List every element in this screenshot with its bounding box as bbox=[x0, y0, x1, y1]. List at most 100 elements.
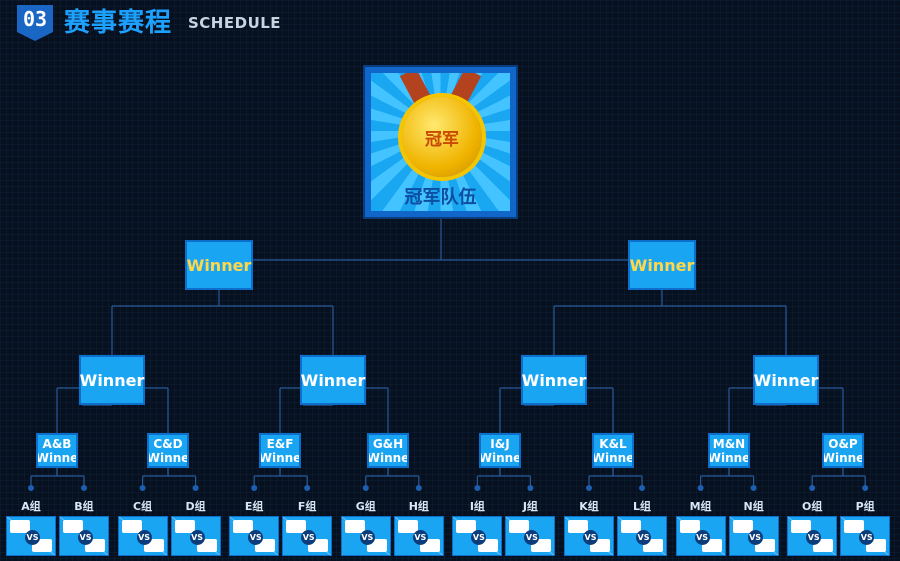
vs-badge: VS bbox=[189, 530, 205, 545]
team-matchup-card[interactable]: VS bbox=[340, 516, 391, 556]
pair-label: E&F bbox=[266, 436, 294, 451]
connector-dot bbox=[28, 485, 34, 491]
vs-badge: VS bbox=[859, 530, 875, 545]
team-logo-icon bbox=[174, 520, 195, 533]
group-label: A组 bbox=[21, 500, 41, 513]
connector-dot bbox=[639, 485, 645, 491]
round3-winner-box[interactable]: Winner bbox=[185, 240, 253, 290]
team-matchup-card[interactable]: VS bbox=[229, 516, 280, 556]
champion-box: 冠军 冠军队伍 bbox=[363, 65, 518, 219]
round2-winner-box[interactable]: Winner bbox=[753, 355, 819, 405]
winner-label: Winne bbox=[259, 450, 301, 465]
team-matchup-card[interactable]: VS bbox=[840, 516, 891, 556]
team-logo-icon bbox=[621, 520, 641, 533]
winner-label: Winne bbox=[822, 450, 864, 465]
team-logo-icon bbox=[344, 520, 365, 533]
connector-dot bbox=[139, 485, 146, 491]
team-logo-icon bbox=[568, 520, 588, 533]
group-label: G组 bbox=[355, 500, 376, 513]
vs-badge: VS bbox=[636, 530, 651, 545]
pair-label: C&D bbox=[153, 436, 183, 451]
round2-winner-box[interactable]: Winner bbox=[300, 355, 366, 405]
champion-label: 冠军队伍 bbox=[404, 187, 477, 208]
team-logo-icon bbox=[732, 520, 753, 533]
round2-winner-box[interactable]: Winner bbox=[79, 355, 145, 405]
team-matchup-card[interactable]: VS bbox=[505, 516, 556, 556]
team-matchup-card[interactable]: VS bbox=[393, 516, 444, 556]
group-label: C组 bbox=[133, 500, 153, 513]
connector-dot bbox=[474, 485, 481, 491]
connector-dot bbox=[750, 485, 757, 491]
team-logo-icon bbox=[456, 520, 477, 533]
team-matchup-card[interactable]: VS bbox=[675, 516, 726, 556]
team-logo-icon bbox=[10, 520, 30, 533]
group-label: F组 bbox=[297, 500, 317, 513]
vs-badge: VS bbox=[806, 530, 822, 545]
team-logo-icon bbox=[63, 520, 83, 533]
group-label: K组 bbox=[579, 500, 599, 513]
group-label: M组 bbox=[689, 500, 712, 513]
team-logo-icon bbox=[679, 520, 700, 533]
section-number: 03 bbox=[22, 7, 48, 31]
section-number-badge: 03 bbox=[17, 5, 53, 41]
team-logo-icon bbox=[844, 520, 865, 533]
pair-label: M&N bbox=[712, 436, 746, 451]
vs-badge: VS bbox=[248, 530, 264, 545]
team-logo-icon bbox=[397, 520, 418, 533]
team-matchup-card[interactable]: VS bbox=[617, 516, 667, 556]
pair-label: O&P bbox=[828, 436, 858, 451]
vs-badge: VS bbox=[136, 530, 152, 545]
vs-badge: VS bbox=[78, 530, 93, 545]
pair-label: A&B bbox=[42, 436, 72, 451]
vs-badge: VS bbox=[583, 530, 598, 545]
page-title: 赛事赛程 bbox=[64, 8, 173, 38]
team-matchup-card[interactable]: VS bbox=[282, 516, 333, 556]
vs-badge: VS bbox=[694, 530, 710, 545]
winner-label: Winne bbox=[592, 450, 634, 465]
vs-badge: VS bbox=[524, 530, 540, 545]
team-logo-icon bbox=[121, 520, 142, 533]
team-matchup-card[interactable]: VS bbox=[728, 516, 779, 556]
group-label: I组 bbox=[469, 500, 485, 513]
pair-label: K&L bbox=[599, 436, 627, 451]
connector-dot bbox=[527, 485, 534, 491]
vs-badge: VS bbox=[747, 530, 763, 545]
winner-label: Winne bbox=[367, 450, 409, 465]
team-matchup-card[interactable]: VS bbox=[787, 516, 838, 556]
team-matchup-card[interactable]: VS bbox=[170, 516, 221, 556]
vs-badge: VS bbox=[25, 530, 40, 545]
team-matchup-card[interactable]: VS bbox=[564, 516, 614, 556]
team-matchup-card[interactable]: VS bbox=[6, 516, 56, 556]
group-label: O组 bbox=[802, 500, 823, 513]
group-label: L组 bbox=[632, 500, 651, 513]
medal-icon: 冠军 bbox=[402, 97, 482, 177]
connector-dot bbox=[251, 485, 258, 491]
pair-label: I&J bbox=[490, 436, 510, 451]
vs-badge: VS bbox=[301, 530, 317, 545]
group-label: E组 bbox=[244, 500, 264, 513]
connector-dot bbox=[304, 485, 311, 491]
group-label: N组 bbox=[743, 500, 764, 513]
connector-dot bbox=[809, 485, 816, 491]
round2-winner-box[interactable]: Winner bbox=[521, 355, 587, 405]
group-label: P组 bbox=[855, 500, 875, 513]
team-matchup-card[interactable]: VS bbox=[59, 516, 109, 556]
team-matchup-card[interactable]: VS bbox=[452, 516, 503, 556]
team-logo-icon bbox=[233, 520, 254, 533]
vs-badge: VS bbox=[359, 530, 375, 545]
team-matchup-card[interactable]: VS bbox=[117, 516, 168, 556]
round3-winner-box[interactable]: Winner bbox=[628, 240, 696, 290]
winner-label: Winne bbox=[479, 450, 521, 465]
vs-badge: VS bbox=[471, 530, 487, 545]
team-logo-icon bbox=[509, 520, 530, 533]
pair-label: G&H bbox=[372, 436, 404, 451]
